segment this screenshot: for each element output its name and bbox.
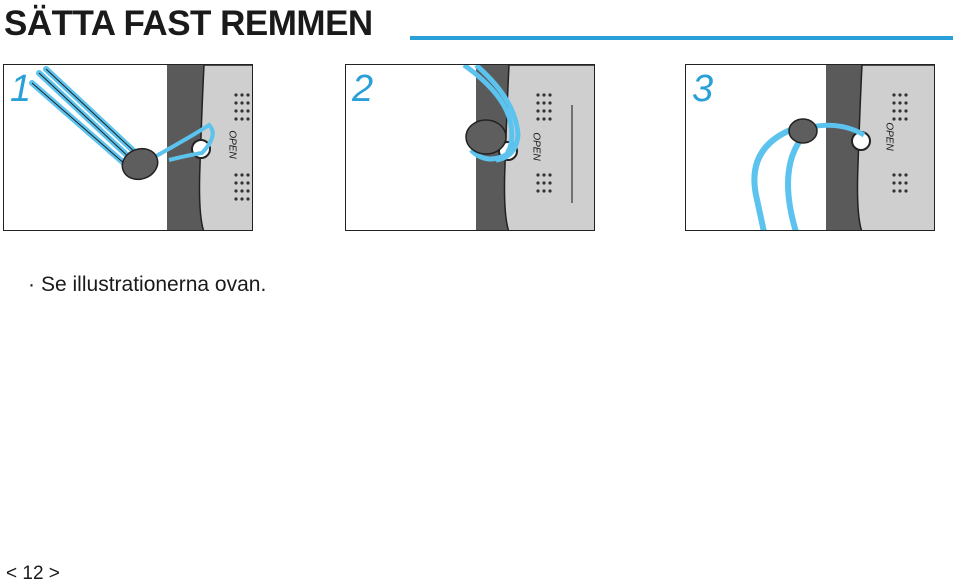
step-1-illustration: [29, 65, 252, 230]
open-label: OPEN: [883, 122, 895, 151]
step-number: 3: [692, 68, 714, 110]
step-number: 1: [10, 68, 32, 110]
speaker-grille: [892, 93, 908, 193]
open-label: OPEN: [226, 130, 238, 159]
strap: [462, 65, 515, 162]
step-1-panel: 1 OPEN: [3, 64, 253, 231]
strap-slider: [788, 118, 818, 144]
strap-loop: [148, 122, 215, 162]
open-label: OPEN: [530, 132, 542, 161]
step-number: 2: [352, 68, 374, 110]
camera-body: [198, 65, 252, 230]
step-3-illustration: [751, 65, 934, 230]
strap-slider: [121, 147, 159, 181]
camera-body: [856, 65, 934, 230]
page-title: SÄTTA FAST REMMEN: [4, 4, 373, 43]
strap-slider: [465, 119, 507, 155]
strap-left: [751, 124, 800, 230]
speaker-grille: [234, 93, 250, 201]
instruction-text: Se illustrationerna ovan.: [41, 273, 267, 296]
step-2-panel: 2 OPEN: [345, 64, 595, 231]
step-2-illustration: [462, 65, 594, 230]
camera-body: [503, 65, 594, 230]
strap-right: [785, 130, 809, 230]
strap-outline: [31, 68, 139, 166]
step-3-panel: 3 OPEN: [685, 64, 935, 231]
title-underline: [410, 36, 953, 40]
speaker-grille: [536, 93, 552, 193]
page-number: < 12 >: [6, 563, 60, 584]
instruction-line: · Se illustrationerna ovan.: [28, 272, 266, 298]
strap-second: [474, 65, 521, 163]
bullet-dot: ·: [28, 273, 35, 296]
